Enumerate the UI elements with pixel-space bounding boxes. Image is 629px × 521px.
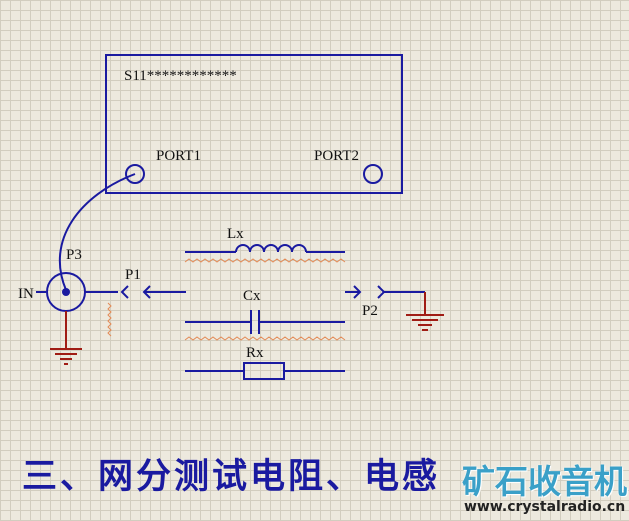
analyzer-title: S11************	[124, 68, 237, 84]
p1-connector-symbol	[120, 285, 186, 299]
port2-label: PORT2	[314, 148, 359, 164]
port1-label: PORT1	[156, 148, 201, 164]
watermark-logo-text: 矿石收音机	[462, 462, 627, 501]
p3-label: P3	[66, 247, 82, 263]
p1-label: P1	[125, 267, 141, 283]
p3-ground-symbol	[50, 311, 82, 365]
in-label: IN	[18, 286, 34, 302]
lx-label: Lx	[227, 226, 244, 242]
port2-connector[interactable]	[363, 164, 383, 184]
cx-capacitor	[185, 310, 345, 334]
caption-title: 三、网分测试电阻、电感	[22, 457, 441, 497]
network-analyzer-box	[105, 54, 403, 194]
coax-cable	[58, 173, 136, 291]
lx-inductor	[185, 244, 345, 253]
lx-highlight-zigzag	[184, 258, 346, 263]
rx-highlight-zigzag	[184, 336, 346, 341]
p3-center-pin	[62, 288, 70, 296]
watermark-url: www.crystalradio.cn	[464, 499, 626, 515]
cx-label: Cx	[243, 288, 261, 304]
rx-label: Rx	[246, 345, 264, 361]
p2-connector-symbol	[345, 285, 425, 299]
p2-ground-symbol	[406, 292, 444, 331]
p1-highlight-zigzag	[107, 302, 112, 337]
p2-label: P2	[362, 303, 378, 319]
port1-connector[interactable]	[125, 164, 145, 184]
rx-resistor	[185, 362, 345, 380]
